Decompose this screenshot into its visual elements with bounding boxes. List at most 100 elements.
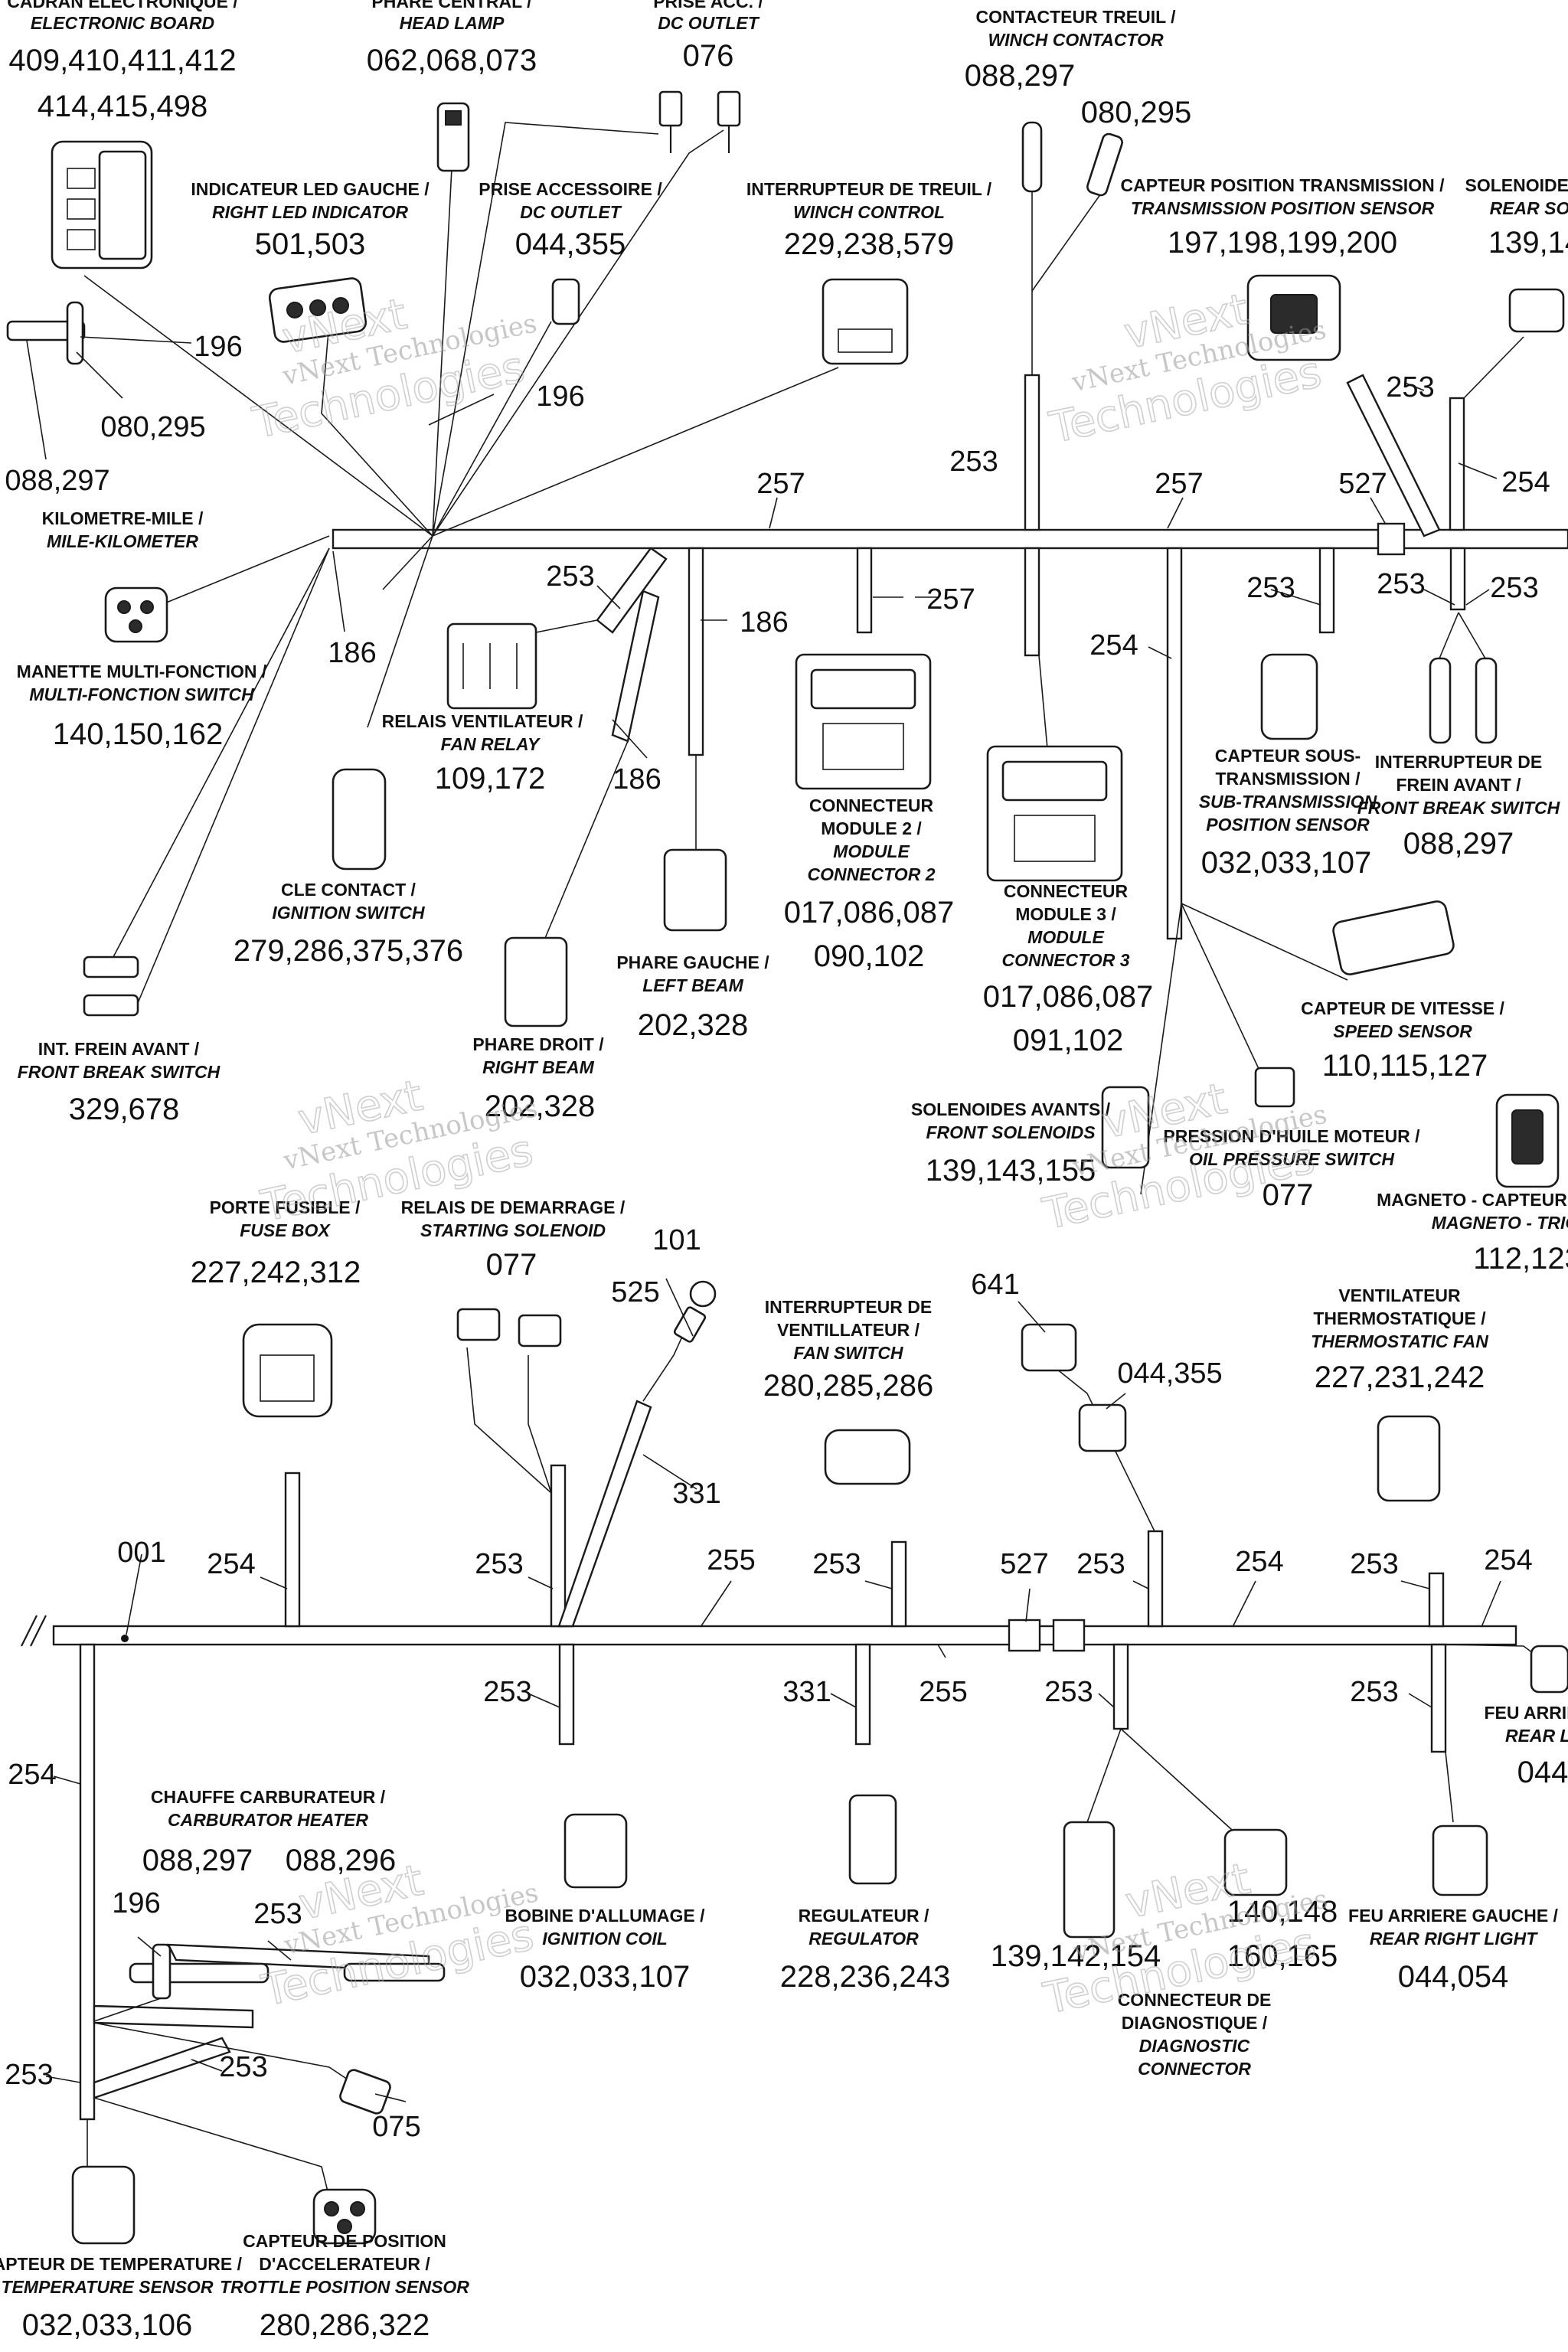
ref-label: 253 xyxy=(812,1548,861,1580)
label-fr: REGULATEUR / xyxy=(799,1906,929,1926)
top-harness xyxy=(83,122,1568,1195)
label-en: MILE-KILOMETER xyxy=(47,531,198,551)
label-num: 197,198,199,200 xyxy=(1168,226,1397,260)
ref-label: 331 xyxy=(782,1676,831,1708)
connector-044355-icon xyxy=(1078,1403,1127,1452)
label-fr: CAPTEUR DE POSITION xyxy=(243,2231,446,2251)
label-fr: THERMOSTATIQUE / xyxy=(1313,1308,1486,1328)
label-en: CONNECTOR xyxy=(1138,2059,1251,2079)
label-fr: CADRAN ELECTRONIQUE / xyxy=(7,0,238,11)
label-en: RIGHT BEAM xyxy=(482,1057,595,1077)
label-fr: CONNECTEUR xyxy=(809,795,934,815)
branch-331-up xyxy=(557,1400,652,1628)
branch-left-beam xyxy=(688,547,704,756)
ignition-coil-icon xyxy=(564,1813,628,1889)
label-fr: MANETTE MULTI-FONCTION / xyxy=(17,662,267,681)
bottom-junction-527b xyxy=(1052,1619,1086,1652)
branch-254-vertical xyxy=(1166,547,1183,940)
fuse-box-icon xyxy=(242,1323,333,1418)
ref-label: 253 xyxy=(1377,568,1425,600)
throttle-sensor-icon xyxy=(312,2188,377,2245)
label-num: 091,102 xyxy=(1013,1024,1124,1057)
ref-label: 253 xyxy=(483,1676,531,1708)
label-fr: CONTACTEUR TREUIL / xyxy=(975,7,1176,27)
label-en: SUB-TRANSMISSION xyxy=(1199,792,1377,812)
label-en: FAN RELAY xyxy=(441,734,541,754)
branch-carb-heater xyxy=(93,2004,254,2029)
label-fr: MODULE 3 / xyxy=(1015,904,1116,924)
ref-label: 253 xyxy=(949,446,998,478)
head-lamp-plug-icon xyxy=(436,102,470,172)
label-fr: CAPTEUR SOUS- xyxy=(1215,746,1361,766)
branch-winch-up xyxy=(1024,374,1040,531)
label-fr: VENTILLATEUR / xyxy=(777,1320,920,1340)
ring-terminal-icon xyxy=(673,1280,717,1343)
electronic-board-icon xyxy=(51,140,153,270)
ignition-switch-icon xyxy=(332,768,387,871)
branch-front-brake xyxy=(1449,547,1466,611)
label-en: SPEED SENSOR xyxy=(1333,1021,1472,1041)
label-num: 090,102 xyxy=(814,939,925,973)
ref-label: 253 xyxy=(219,2051,267,2083)
branch-rear-light xyxy=(1430,1643,1447,1753)
label-num: 088,297 xyxy=(142,1844,253,1877)
label-en: DC OUTLET xyxy=(520,202,622,222)
ref-label: 044,355 xyxy=(1117,1357,1222,1390)
label-en: FAN SWITCH xyxy=(793,1343,903,1363)
label-fr: MODULE 2 / xyxy=(821,818,922,838)
label-num: 077 xyxy=(486,1248,537,1282)
label-num: 140,150,162 xyxy=(53,717,223,751)
label-en: FRONT BREAK SWITCH xyxy=(1357,798,1560,818)
thermostatic-fan-icon xyxy=(1377,1415,1441,1502)
led-indicator-icon xyxy=(268,277,368,343)
label-num: 032,033,106 xyxy=(22,2308,192,2342)
ref-label: 253 xyxy=(1076,1548,1125,1580)
ref-label: 255 xyxy=(919,1676,967,1708)
branch-regulator xyxy=(854,1643,871,1746)
label-fr: CAPTEUR DE VITESSE / xyxy=(1301,998,1504,1018)
label-en: TRANSMISSION POSITION SENSOR xyxy=(1131,198,1435,218)
label-fr: SOLENOIDES AVANTS / xyxy=(911,1099,1111,1119)
branch-fuse-box xyxy=(284,1472,301,1628)
label-num: 112,123 xyxy=(1473,1242,1568,1276)
branch-starting xyxy=(550,1464,567,1628)
label-en: TEMPERATURE SENSOR xyxy=(2,2277,214,2297)
branch-fan-relay xyxy=(596,547,668,634)
label-fr: FEU ARRIERE GAUCHE / xyxy=(1348,1906,1558,1926)
front-solenoid-icon xyxy=(1101,1086,1150,1169)
ref-label: 196 xyxy=(536,381,584,413)
ref-label: 196 xyxy=(112,1887,160,1919)
label-fr: PRESSION D'HUILE MOTEUR / xyxy=(1163,1126,1420,1146)
label-en: POSITION SENSOR xyxy=(1206,815,1370,835)
label-en: WINCH CONTACTOR xyxy=(988,30,1164,50)
label-en: TROTTLE POSITION SENSOR xyxy=(220,2277,469,2297)
branch-rear-sol xyxy=(1449,397,1465,531)
label-num: 501,503 xyxy=(255,227,366,261)
label-en: REAR SOL xyxy=(1490,198,1568,218)
label-fr: PORTE FUSIBLE / xyxy=(210,1197,361,1217)
oil-pressure-icon xyxy=(1254,1067,1295,1108)
label-fr: RELAIS DE DEMARRAGE / xyxy=(401,1197,626,1217)
top-harness-trunk xyxy=(332,528,1568,550)
label-en: FRONT SOLENOIDS xyxy=(926,1122,1096,1142)
label-num: 160,165 xyxy=(1227,1939,1338,1973)
label-fr: CAPTEUR DE TEMPERATURE / xyxy=(0,2254,243,2274)
label-num: 139,143,155 xyxy=(926,1154,1096,1187)
branch-transmission-sensor xyxy=(1346,374,1441,537)
ref-label: 257 xyxy=(756,468,805,500)
ref-label: 253 xyxy=(5,2059,53,2091)
label-fr: PRISE ACCESSOIRE / xyxy=(479,179,662,199)
bottom-junction-527a xyxy=(1008,1619,1041,1652)
label-num: 280,286,322 xyxy=(260,2308,430,2342)
module-connector-2-icon xyxy=(795,653,932,790)
label-en: THERMOSTATIC FAN xyxy=(1311,1331,1488,1351)
label-en: IGNITION SWITCH xyxy=(272,903,425,923)
label-en: REAR LI xyxy=(1505,1726,1568,1746)
label-fr: CONNECTEUR DE xyxy=(1118,1990,1272,2010)
carb-heater-icon xyxy=(129,1943,446,2000)
label-fr: PRISE ACC. / xyxy=(653,0,763,11)
ref-label: 254 xyxy=(207,1548,255,1580)
rear-light-right-icon xyxy=(1530,1645,1568,1694)
connector-075-icon xyxy=(339,2069,391,2115)
